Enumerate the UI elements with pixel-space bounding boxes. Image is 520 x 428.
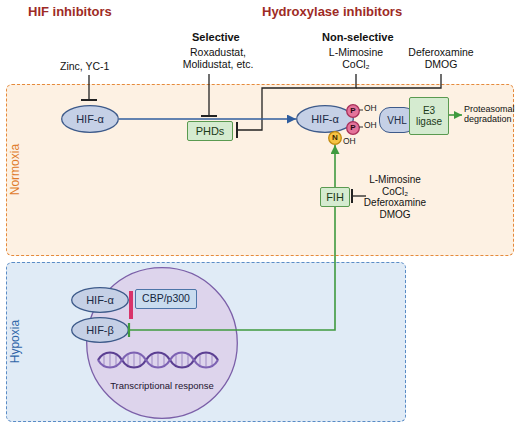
bracket-line xyxy=(356,74,441,88)
node-outline xyxy=(72,288,129,313)
node-text: HIF-β xyxy=(86,324,114,336)
band-title-holder: Hypoxia xyxy=(7,263,25,421)
dna-rung xyxy=(163,355,164,365)
bond-line xyxy=(359,110,363,111)
dna-rung xyxy=(151,355,152,365)
inhibition-bar xyxy=(236,122,238,138)
group-heading: Non-selective xyxy=(322,31,394,44)
dna-rung xyxy=(175,355,176,365)
node-text: P xyxy=(350,107,355,116)
node-text: N xyxy=(332,134,338,143)
dna-strand xyxy=(98,353,218,368)
group-heading: Selective xyxy=(192,31,240,44)
node-text: P xyxy=(350,124,355,133)
residue-circle: N xyxy=(328,131,342,145)
enzyme-box: FIH xyxy=(320,187,350,207)
protein-ellipse: HIF-α xyxy=(296,105,354,133)
drug-name: Deferoxamine DMOG xyxy=(405,46,477,70)
dna-helix xyxy=(98,353,218,368)
enzyme-box: E3 ligase xyxy=(409,97,449,135)
connector xyxy=(119,118,296,120)
node-outline xyxy=(347,122,360,135)
bond-line xyxy=(359,127,363,128)
connector xyxy=(334,145,336,187)
drug-name: L-Mimosine CoCl₂ xyxy=(325,46,387,70)
nucleus-circle: Transcriptional response HIF-αHIF-β CBP/p3… xyxy=(86,267,238,419)
protein-ellipse: HIF-α xyxy=(71,287,129,313)
outcome-text: Proteasomal degradation xyxy=(464,104,518,125)
node-outline xyxy=(297,106,354,133)
drug-name: L-Mimosine CoCl₂ Deferoxamine DMOG xyxy=(362,174,428,220)
dna-rung xyxy=(127,355,128,365)
dna-rung xyxy=(157,353,158,367)
hydroxyl-group: OH xyxy=(364,104,377,114)
node-text: HIF-α xyxy=(311,113,339,125)
node-text: HIF-α xyxy=(86,294,114,306)
node-text: VHL xyxy=(387,115,406,126)
protein-ellipse: HIF-α xyxy=(61,105,119,133)
dna-rung xyxy=(199,355,200,365)
residue-circle: P xyxy=(346,104,360,118)
section-heading: HIF inhibitors xyxy=(28,5,112,20)
band-title-holder: Normoxia xyxy=(7,85,25,255)
dna-rung xyxy=(103,355,104,365)
node-outline xyxy=(72,318,129,343)
dna-rung xyxy=(181,353,182,367)
node-outline xyxy=(329,132,342,145)
inhibition-line xyxy=(208,74,209,116)
drug-name: Zinc, YC-1 xyxy=(60,60,109,72)
node-text: Transcriptional response xyxy=(110,381,214,391)
dna-rung xyxy=(211,355,212,365)
inhibition-line xyxy=(88,75,89,100)
node-text: Normoxia xyxy=(9,144,22,195)
node-text: HIF-α xyxy=(76,113,104,125)
enzyme-box: PHDs xyxy=(187,121,233,141)
node-text: PHDs xyxy=(196,125,225,137)
dna-strand xyxy=(98,353,218,368)
dna-rung xyxy=(187,355,188,365)
connector xyxy=(129,207,335,330)
hypoxia-band: HypoxiaTranscriptional response HIF-αHIF-… xyxy=(6,262,406,422)
dna-rung xyxy=(115,355,116,365)
section-heading: Hydroxylase inhibitors xyxy=(262,5,402,20)
node-text: CBP/p300 xyxy=(142,293,190,305)
dna-rung xyxy=(109,353,110,367)
inhibition-bar xyxy=(201,115,217,117)
hydroxyl-group: OH xyxy=(364,121,377,131)
inhibition-line xyxy=(237,74,356,130)
dna-rung xyxy=(133,353,134,367)
drug-name: Roxadustat, Molidustat, etc. xyxy=(175,46,261,70)
node-outline xyxy=(347,105,360,118)
dna-rung xyxy=(139,355,140,365)
degradation-arrow xyxy=(449,114,462,116)
node-text: Hypoxia xyxy=(9,320,22,363)
hydroxyl-group: OH xyxy=(343,137,356,147)
inhibition-line xyxy=(352,195,366,196)
binding-bar xyxy=(129,291,133,319)
node-text: E3 ligase xyxy=(411,105,447,127)
protein-ellipse: HIF-β xyxy=(71,317,129,343)
node-outline xyxy=(62,106,119,133)
coactivator-box: CBP/p300 xyxy=(135,289,197,309)
dna-rung xyxy=(205,353,206,367)
residue-circle: P xyxy=(346,121,360,135)
node-text: FIH xyxy=(326,191,344,203)
inhibition-bar xyxy=(351,189,353,203)
normoxia-band: NormoxiaHIF-αPHDsHIF-αPPNVHLE3 ligaseFIH xyxy=(6,84,514,256)
inhibition-bar xyxy=(81,99,97,101)
